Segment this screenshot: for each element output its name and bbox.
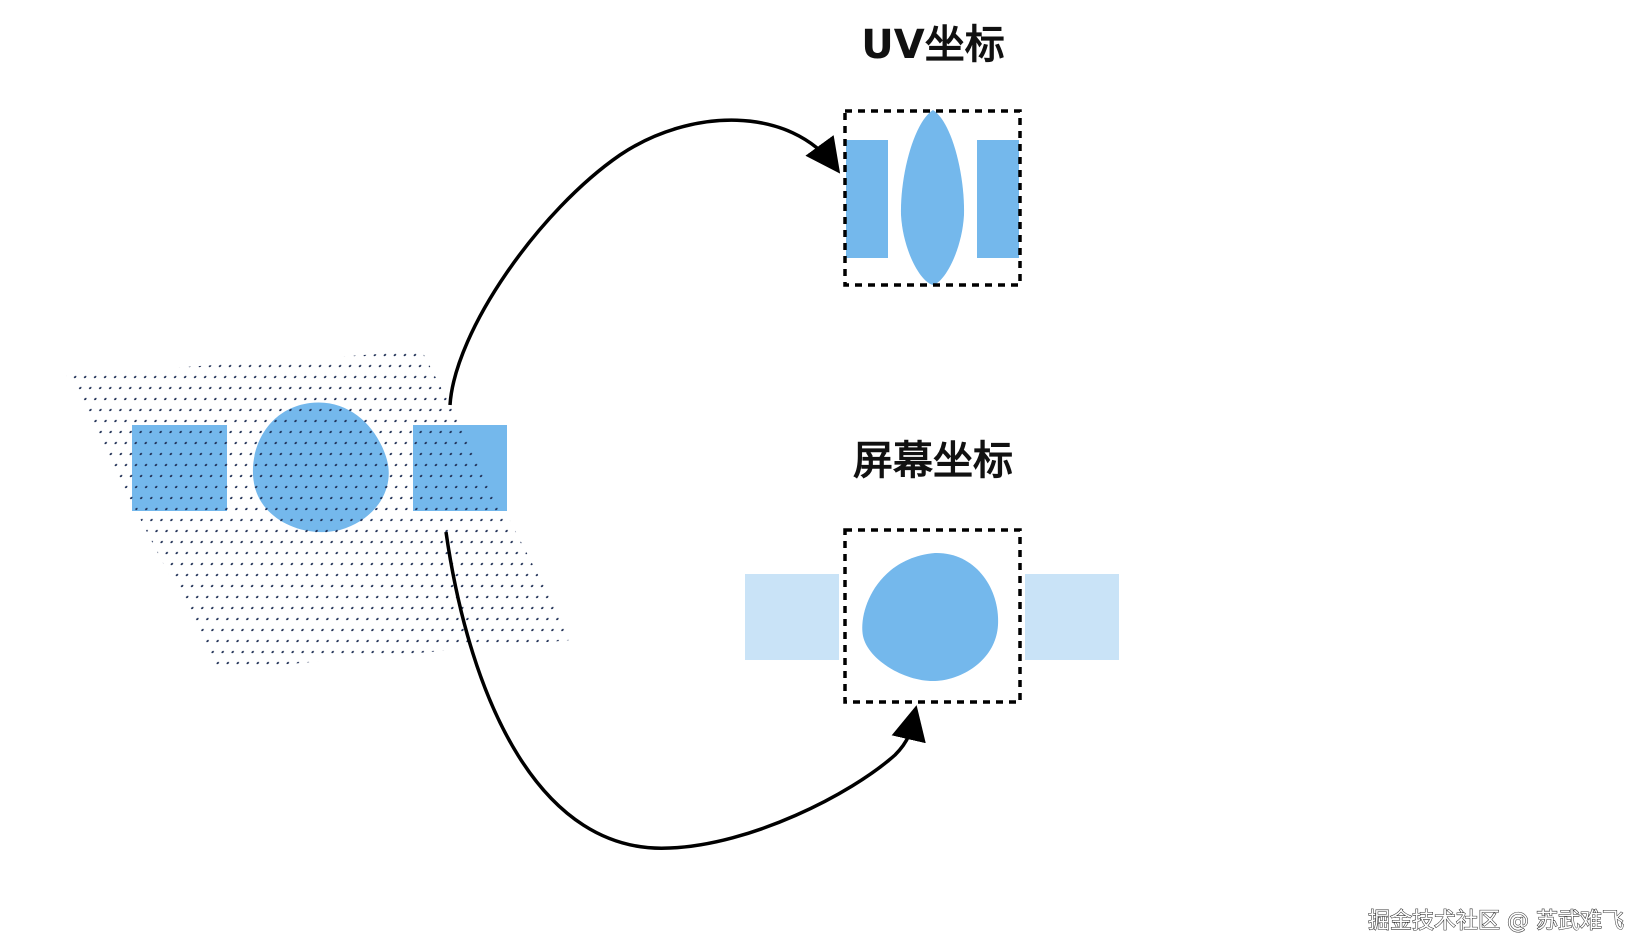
arrow-to-screen: [444, 531, 926, 850]
screen-frame: [843, 528, 1022, 704]
uv-title: UV坐标: [861, 22, 1004, 68]
uv-frame: [843, 109, 1022, 287]
screen-blob: [862, 552, 999, 682]
uv-stretched-blob: [900, 110, 965, 285]
uv-right-rect: [977, 140, 1019, 258]
screen-right-rect: [1025, 574, 1119, 660]
arrow-to-uv: [448, 118, 841, 406]
screen-title: 屏幕坐标: [853, 438, 1013, 484]
uv-left-rect: [846, 140, 888, 258]
uv-panel: [843, 109, 1022, 287]
source-surface: [66, 351, 572, 670]
screen-panel: [745, 528, 1119, 704]
dotted-plane: [66, 351, 572, 670]
screen-left-rect: [745, 574, 839, 660]
watermark: 掘金技术社区 @ 苏武难飞: [1368, 909, 1624, 934]
